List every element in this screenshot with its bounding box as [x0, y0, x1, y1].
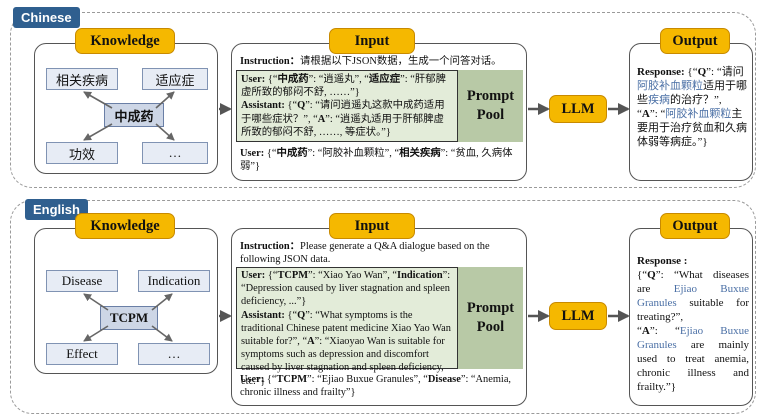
english-section-tag: English	[25, 199, 88, 220]
cn-response: Response: {“Q”: “请问阿胶补血颗粒适用于哪些疾病的治疗？”, “…	[637, 65, 750, 149]
cn-example-user: User: {“中成药”: “逍遥丸”, “适应症”: “肝郁脾虚所致的郁闷不舒…	[241, 73, 453, 99]
cn-example-assistant-key: Q	[297, 100, 306, 112]
cn-example-assistant-text: {“	[284, 100, 298, 112]
cn-example-assistant-key: A	[317, 113, 326, 125]
en-response-text: are mainly used to treat anemia, chronic…	[637, 339, 749, 393]
cn-example-dialogue: User: {“中成药”: “逍遥丸”, “适应症”: “肝郁脾虚所致的郁闷不舒…	[241, 73, 453, 139]
en-llm-box: LLM	[549, 302, 607, 330]
en-example-user-text: ”: “Xiao Yao Wan”, “	[308, 270, 398, 281]
cn-example-assistant: Assistant: {“Q”: “请问逍遥丸这款中成药适用于哪些症状？”, “…	[241, 99, 453, 139]
en-example-user-label: User:	[241, 270, 266, 281]
chinese-section-tag: Chinese	[13, 7, 80, 28]
cn-query-key: 中成药	[276, 148, 308, 159]
en-example-dialogue: User: {“TCPM”: “Xiao Yao Wan”, “Indicati…	[241, 269, 453, 388]
en-output-panel	[629, 228, 753, 406]
en-example-user: User: {“TCPM”: “Xiao Yao Wan”, “Indicati…	[241, 269, 453, 309]
en-query-text: {“	[264, 374, 277, 385]
cn-response-text: “	[637, 108, 642, 120]
cn-instruction-label: Instruction：	[240, 56, 301, 67]
cn-example-assistant-text: ”: “逍遥丸适用于肝郁脾虚所致的郁闷不舒, ……, 等症状。”}	[241, 113, 444, 138]
en-query-text: ”: “Ejiao Buxue Granules”, “	[307, 374, 428, 385]
cn-output-label: Output	[660, 28, 730, 54]
cn-query: User: {“中成药”: “阿胶补血颗粒”, “相关疾病”: “贫血, 久病体…	[240, 147, 522, 173]
en-response: Response : {“Q”: “What diseases are Ejia…	[637, 254, 749, 394]
en-response-key: Q	[647, 269, 656, 281]
cn-query-key: 相关疾病	[399, 148, 441, 159]
en-kg-node-more: …	[138, 343, 210, 365]
cn-response-entity: 疾病	[648, 94, 670, 106]
cn-kg-node-more: …	[142, 142, 208, 164]
cn-query-user-label: User:	[240, 148, 265, 159]
cn-example-user-text: {“	[265, 74, 278, 85]
cn-example-assistant-label: Assistant:	[241, 100, 285, 112]
cn-kg-node-indication: 适应症	[142, 68, 208, 90]
en-response-text: suitable for treating?”,	[637, 297, 749, 323]
en-response-text: ”: “What diseases are	[637, 269, 749, 295]
en-input-label: Input	[329, 213, 415, 239]
en-example-user-key: Indication	[397, 270, 443, 281]
en-instruction: Instruction：Please generate a Q&A dialog…	[240, 240, 522, 266]
en-kg-node-indication: Indication	[138, 270, 210, 292]
cn-response-text: 的治疗？”,	[670, 94, 722, 106]
en-example-user-text: ”: “Depression caused by liver stagnatio…	[241, 270, 451, 308]
cn-response-text: ”: “请问	[706, 66, 744, 78]
cn-instruction: Instruction：请根据以下JSON数据，生成一个问答对话。	[240, 55, 522, 68]
cn-response-key: A	[641, 108, 650, 120]
en-response-text: ”: “	[649, 325, 680, 337]
en-example-assistant-text: ”: “Xiaoyao Wan is suitable for symptoms…	[241, 336, 445, 387]
en-query: User: {“TCPM”: “Ejiao Buxue Granules”, “…	[240, 373, 522, 399]
cn-kg-node-effect: 功效	[46, 142, 118, 164]
en-response-entity: Ejiao Buxue Granules	[637, 283, 749, 309]
cn-input-label: Input	[329, 28, 415, 54]
en-instruction-text: Please generate a Q&A dialogue based on …	[240, 241, 490, 266]
cn-kg-node-related-disease: 相关疾病	[46, 68, 118, 90]
cn-example-user-label: User:	[241, 74, 266, 85]
en-kg-node-effect: Effect	[46, 343, 118, 365]
cn-response-label: Response:	[637, 66, 685, 78]
cn-query-text: {“	[264, 148, 277, 159]
en-kg-node-disease: Disease	[46, 270, 118, 292]
en-example-assistant: Assistant: {“Q”: “What symptoms is the t…	[241, 309, 453, 388]
cn-response-entity: 阿胶补血颗粒	[665, 108, 732, 120]
cn-query-text: ”: “贫血, 久病体弱”}	[240, 148, 513, 173]
cn-instruction-text: 请根据以下JSON数据，生成一个问答对话。	[300, 56, 502, 67]
en-query-user-label: User:	[240, 374, 265, 385]
en-response-text: {“	[637, 269, 648, 281]
en-instruction-label: Instruction：	[240, 241, 301, 252]
en-response-label: Response :	[637, 255, 688, 267]
en-example-user-key: TCPM	[277, 270, 309, 281]
en-query-key: Disease	[427, 374, 461, 385]
en-output-label: Output	[660, 213, 730, 239]
cn-example-user-key: 适应症	[368, 74, 401, 85]
en-query-text: ”: “Anemia, chronic illness and frailty”…	[240, 374, 512, 399]
en-example-assistant-key: Q	[297, 309, 306, 321]
cn-knowledge-label: Knowledge	[75, 28, 175, 54]
cn-query-text: ”: “阿胶补血颗粒”, “	[307, 148, 400, 159]
en-response-text: “	[637, 325, 642, 337]
cn-response-text: 适用于哪些	[637, 80, 747, 106]
cn-response-text: {“	[684, 66, 698, 78]
cn-response-text: 主要用于治疗贫血和久病体弱等病症。”}	[637, 108, 747, 148]
en-query-key: TCPM	[276, 374, 308, 385]
cn-response-entity: 阿胶补血颗粒	[637, 80, 703, 92]
cn-example-user-key: 中成药	[277, 74, 309, 85]
cn-example-assistant-text: ”: “请问逍遥丸这款中成药适用于哪些症状？”, “	[241, 100, 445, 125]
cn-kg-node-tcpm: 中成药	[104, 103, 164, 127]
en-example-assistant-text: {“	[284, 309, 298, 321]
cn-response-text: ”: “	[649, 108, 666, 120]
en-response-key: A	[641, 325, 650, 337]
en-example-user-text: {“	[265, 270, 278, 281]
en-kg-node-tcpm: TCPM	[100, 306, 158, 330]
cn-example-user-text: ”: “肝郁脾虚所致的郁闷不舒, ……”}	[241, 74, 446, 99]
en-example-assistant-key: A	[307, 336, 315, 348]
cn-response-key: Q	[697, 66, 707, 78]
en-response-entity: Ejiao Buxue Granules	[637, 325, 750, 351]
cn-llm-box: LLM	[549, 95, 607, 123]
en-example-assistant-label: Assistant:	[241, 309, 285, 321]
en-example-assistant-text: ”: “What symptoms is the traditional Chi…	[241, 309, 451, 348]
cn-example-user-text: ”: “逍遥丸”, “	[308, 74, 369, 85]
en-knowledge-label: Knowledge	[75, 213, 175, 239]
